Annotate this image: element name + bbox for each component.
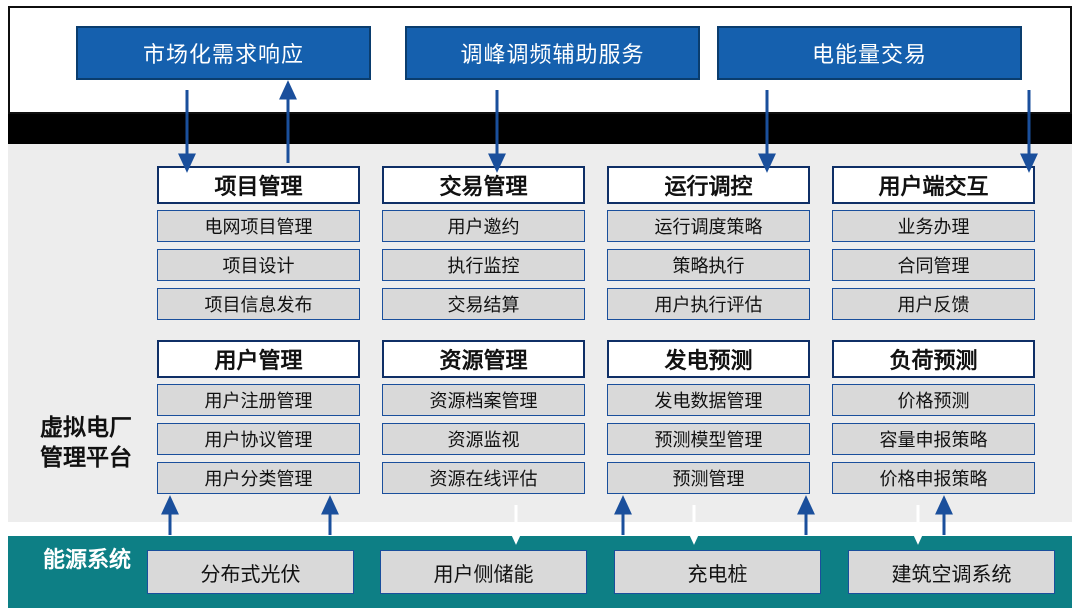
group-title: 交易管理 — [382, 166, 585, 204]
top-service-box-energy-trading[interactable]: 电能量交易 — [717, 26, 1022, 80]
group-item[interactable]: 合同管理 — [832, 249, 1035, 281]
platform-band: 虚拟电厂管理平台 项目管理 电网项目管理 项目设计 项目信息发布 交易管理 用户… — [8, 144, 1072, 522]
top-service-label: 调峰调频辅助服务 — [460, 42, 645, 67]
energy-asset-label: 充电桩 — [687, 563, 748, 586]
group-title: 资源管理 — [382, 340, 585, 378]
group-items: 用户注册管理 用户协议管理 用户分类管理 — [157, 384, 360, 494]
divider-black-band — [8, 114, 1072, 144]
energy-asset-user-storage[interactable]: 用户侧储能 — [380, 550, 587, 594]
group-item[interactable]: 用户注册管理 — [157, 384, 360, 416]
group-item[interactable]: 项目设计 — [157, 249, 360, 281]
group-item[interactable]: 项目信息发布 — [157, 288, 360, 320]
group-items: 电网项目管理 项目设计 项目信息发布 — [157, 210, 360, 320]
group-title: 运行调控 — [607, 166, 810, 204]
energy-asset-charging-pile[interactable]: 充电桩 — [614, 550, 821, 594]
group-item[interactable]: 用户执行评估 — [607, 288, 810, 320]
group-item[interactable]: 资源监视 — [382, 423, 585, 455]
group-item[interactable]: 执行监控 — [382, 249, 585, 281]
group-items: 资源档案管理 资源监视 资源在线评估 — [382, 384, 585, 494]
top-services-band: 市场化需求响应 调峰调频辅助服务 电能量交易 — [8, 6, 1072, 114]
energy-system-label: 能源系统 — [42, 547, 131, 572]
energy-asset-label: 分布式光伏 — [200, 563, 301, 586]
energy-asset-label: 建筑空调系统 — [891, 563, 1012, 586]
group-items: 业务办理 合同管理 用户反馈 — [832, 210, 1035, 320]
group-item[interactable]: 容量申报策略 — [832, 423, 1035, 455]
group-items: 运行调度策略 策略执行 用户执行评估 — [607, 210, 810, 320]
group-title: 用户管理 — [157, 340, 360, 378]
group-item[interactable]: 价格申报策略 — [832, 462, 1035, 494]
energy-asset-label: 用户侧储能 — [433, 563, 534, 586]
group-item[interactable]: 预测管理 — [607, 462, 810, 494]
group-item[interactable]: 资源档案管理 — [382, 384, 585, 416]
group-item[interactable]: 用户邀约 — [382, 210, 585, 242]
group-title: 负荷预测 — [832, 340, 1035, 378]
group-item[interactable]: 资源在线评估 — [382, 462, 585, 494]
group-resource-management: 资源管理 资源档案管理 资源监视 资源在线评估 — [382, 340, 585, 501]
group-item[interactable]: 价格预测 — [832, 384, 1035, 416]
group-item[interactable]: 发电数据管理 — [607, 384, 810, 416]
group-item[interactable]: 运行调度策略 — [607, 210, 810, 242]
group-item[interactable]: 用户协议管理 — [157, 423, 360, 455]
group-item[interactable]: 策略执行 — [607, 249, 810, 281]
group-items: 价格预测 容量申报策略 价格申报策略 — [832, 384, 1035, 494]
top-service-box-ancillary-services[interactable]: 调峰调频辅助服务 — [405, 26, 700, 80]
group-items: 发电数据管理 预测模型管理 预测管理 — [607, 384, 810, 494]
group-title: 发电预测 — [607, 340, 810, 378]
group-item[interactable]: 预测模型管理 — [607, 423, 810, 455]
group-user-management: 用户管理 用户注册管理 用户协议管理 用户分类管理 — [157, 340, 360, 501]
group-item[interactable]: 用户分类管理 — [157, 462, 360, 494]
platform-label: 虚拟电厂管理平台 — [40, 414, 132, 470]
group-title: 项目管理 — [157, 166, 360, 204]
divider-white-strip — [8, 522, 1072, 536]
energy-asset-building-hvac[interactable]: 建筑空调系统 — [848, 550, 1055, 594]
group-title: 用户端交互 — [832, 166, 1035, 204]
energy-system-band: 能源系统 分布式光伏 用户侧储能 充电桩 建筑空调系统 — [8, 536, 1072, 608]
top-service-label: 市场化需求响应 — [142, 42, 304, 67]
group-project-management: 项目管理 电网项目管理 项目设计 项目信息发布 — [157, 166, 360, 327]
top-service-box-demand-response[interactable]: 市场化需求响应 — [76, 26, 371, 80]
group-generation-forecast: 发电预测 发电数据管理 预测模型管理 预测管理 — [607, 340, 810, 501]
energy-asset-distributed-pv[interactable]: 分布式光伏 — [147, 550, 354, 594]
group-item[interactable]: 交易结算 — [382, 288, 585, 320]
group-trading-management: 交易管理 用户邀约 执行监控 交易结算 — [382, 166, 585, 327]
group-user-interaction: 用户端交互 业务办理 合同管理 用户反馈 — [832, 166, 1035, 327]
group-item[interactable]: 用户反馈 — [832, 288, 1035, 320]
group-items: 用户邀约 执行监控 交易结算 — [382, 210, 585, 320]
group-load-forecast: 负荷预测 价格预测 容量申报策略 价格申报策略 — [832, 340, 1035, 501]
group-operation-control: 运行调控 运行调度策略 策略执行 用户执行评估 — [607, 166, 810, 327]
group-item[interactable]: 业务办理 — [832, 210, 1035, 242]
top-service-label: 电能量交易 — [811, 42, 927, 67]
group-item[interactable]: 电网项目管理 — [157, 210, 360, 242]
